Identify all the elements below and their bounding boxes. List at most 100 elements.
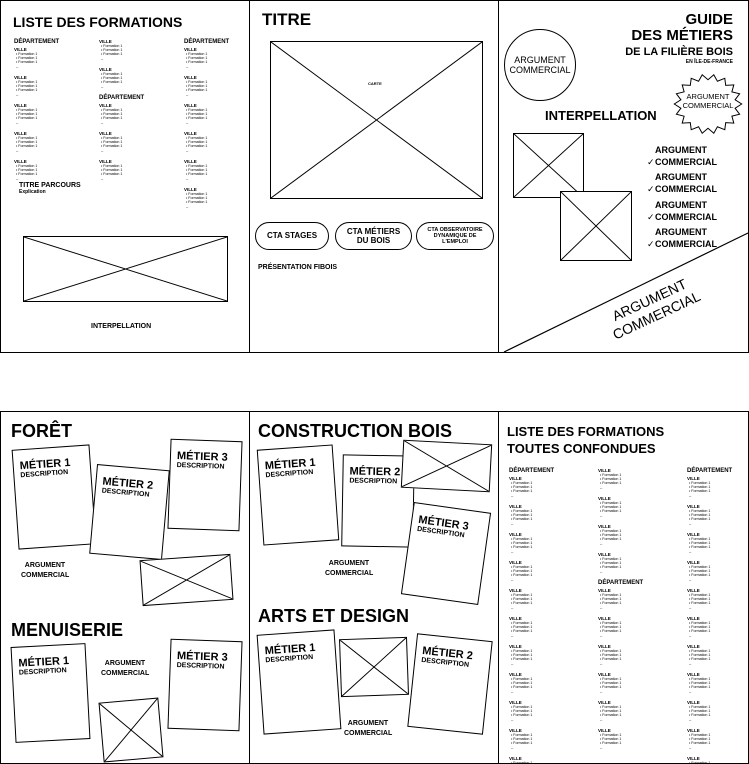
formation-item: • Formation 1 — [689, 737, 711, 741]
formation-item: • Formation 1 — [511, 489, 533, 493]
foret-heading: FORÊT — [11, 421, 72, 441]
formation-item: • Formation 1 — [186, 116, 208, 120]
formation-item: • Formation 1 — [186, 172, 208, 176]
formation-item: • Formation 1 — [101, 108, 123, 112]
argument-label-2: ARGUMENT COMMERCIAL — [101, 660, 150, 677]
formation-dash: – — [689, 661, 692, 666]
list-item: VILLE• Formation 1• Formation 1• Formati… — [99, 159, 159, 181]
image-placeholder-2 — [560, 191, 632, 261]
list-item: VILLE• Formation 1• Formation 1• Formati… — [14, 103, 74, 125]
checklist-text: ARGUMENT COMMERCIAL — [655, 199, 717, 222]
ville-label: VILLE — [687, 532, 700, 537]
formation-dash: – — [101, 120, 104, 125]
ville-label: VILLE — [598, 524, 611, 529]
formation-item: • Formation 1 — [511, 677, 533, 681]
ville-label: VILLE — [99, 131, 112, 136]
formation-item: • Formation 1 — [600, 621, 622, 625]
ville-label: VILLE — [14, 131, 27, 136]
list-item: VILLE• Formation 1• Formation 1• Formati… — [509, 700, 569, 722]
formation-item: • Formation 1 — [16, 52, 38, 56]
formation-item: • Formation 1 — [689, 573, 711, 577]
cta-observatoire-button[interactable]: CTA OBSERVATOIRE DYNAMIQUE DE L'EMPLOI — [416, 222, 494, 250]
formation-item: • Formation 1 — [16, 144, 38, 148]
formation-dash: – — [689, 577, 692, 582]
formation-item: • Formation 1 — [600, 537, 622, 541]
formation-item: • Formation 1 — [689, 681, 711, 685]
ville-label: VILLE — [598, 588, 611, 593]
formation-item: • Formation 1 — [511, 713, 533, 717]
list-item: VILLE• Formation 1• Formation 1• Formati… — [509, 756, 569, 763]
ville-label: VILLE — [509, 644, 522, 649]
formation-dash: – — [511, 521, 514, 526]
interpellation-label: INTERPELLATION — [91, 323, 152, 330]
list-item: VILLE• Formation 1• Formation 1• Formati… — [14, 75, 74, 97]
ville-label: VILLE — [687, 644, 700, 649]
formation-item: • Formation 1 — [689, 657, 711, 661]
list-item: VILLE• Formation 1• Formation 1• Formati… — [14, 131, 74, 153]
ville-label: VILLE — [598, 728, 611, 733]
formation-item: • Formation 1 — [186, 144, 208, 148]
formation-item: • Formation 1 — [689, 593, 711, 597]
ville-label: VILLE — [687, 756, 700, 761]
argument-label-1: ARGUMENT COMMERCIAL — [21, 562, 70, 579]
ville-label: VILLE — [509, 728, 522, 733]
metier-card-2: MÉTIER 2 DESCRIPTION — [89, 463, 170, 561]
formation-dash: – — [16, 148, 19, 153]
ville-label: VILLE — [509, 588, 522, 593]
list-item: VILLE• Formation 1• Formation 1• Formati… — [509, 672, 569, 694]
formation-item: • Formation 1 — [600, 737, 622, 741]
departement-label: DÉPARTEMENT — [184, 39, 230, 45]
formation-item: • Formation 1 — [16, 56, 38, 60]
ville-label: VILLE — [184, 131, 197, 136]
formation-item: • Formation 1 — [186, 84, 208, 88]
formation-item: • Formation 1 — [689, 705, 711, 709]
formation-item: • Formation 1 — [511, 545, 533, 549]
formation-item: • Formation 1 — [511, 621, 533, 625]
formation-item: • Formation 1 — [511, 481, 533, 485]
formation-item: • Formation 1 — [689, 741, 711, 745]
formation-dash: – — [16, 176, 19, 181]
guide-title-1: GUIDE — [685, 11, 733, 28]
formation-item: • Formation 1 — [16, 136, 38, 140]
list-item: VILLE• Formation 1• Formation 1• Formati… — [598, 552, 658, 574]
starburst-text: ARGUMENT COMMERCIAL — [682, 92, 734, 110]
list-item: VILLE• Formation 1• Formation 1• Formati… — [687, 588, 747, 610]
formation-item: • Formation 1 — [600, 473, 622, 477]
formation-item: • Formation 1 — [186, 88, 208, 92]
cta-stages-button[interactable]: CTA STAGES — [255, 222, 329, 250]
formation-item: • Formation 1 — [16, 88, 38, 92]
list-item: VILLE• Formation 1• Formation 1• Formati… — [184, 75, 244, 97]
formation-item: • Formation 1 — [689, 677, 711, 681]
cta-metiers-button[interactable]: CTA MÉTIERS DU BOIS — [335, 222, 412, 250]
formation-item: • Formation 1 — [511, 733, 533, 737]
formation-dash: – — [600, 661, 603, 666]
formation-item: • Formation 1 — [600, 653, 622, 657]
formation-item: • Formation 1 — [600, 593, 622, 597]
image-placeholder — [139, 553, 234, 607]
formation-dash: – — [186, 204, 189, 209]
list-item: VILLE• Formation 1• Formation 1• Formati… — [687, 616, 747, 638]
departement-label: DÉPARTEMENT — [687, 468, 733, 474]
metier-card-5: MÉTIER 2 DESCRIPTION — [407, 633, 493, 735]
ville-label: VILLE — [687, 560, 700, 565]
formation-item: • Formation 1 — [186, 200, 208, 204]
formation-dash: – — [511, 745, 514, 750]
checklist-item: ✓ARGUMENT COMMERCIAL — [647, 171, 745, 195]
list-item: VILLE• Formation 1• Formation 1• Formati… — [687, 532, 747, 554]
ville-label: VILLE — [598, 552, 611, 557]
formation-item: • Formation 1 — [101, 144, 123, 148]
presentation-fibois: PRÉSENTATION FIBOIS — [258, 264, 338, 271]
formation-item: • Formation 1 — [101, 116, 123, 120]
checklist-text: ARGUMENT COMMERCIAL — [655, 226, 717, 249]
formation-item: • Formation 1 — [511, 601, 533, 605]
formation-item: • Formation 1 — [186, 196, 208, 200]
image-placeholder-2 — [339, 636, 409, 698]
carte-label: CARTE — [368, 81, 382, 86]
formation-item: • Formation 1 — [600, 685, 622, 689]
formation-item: • Formation 1 — [101, 48, 123, 52]
formation-item: • Formation 1 — [689, 761, 711, 764]
formation-item: • Formation 1 — [16, 172, 38, 176]
ville-label: VILLE — [184, 103, 197, 108]
